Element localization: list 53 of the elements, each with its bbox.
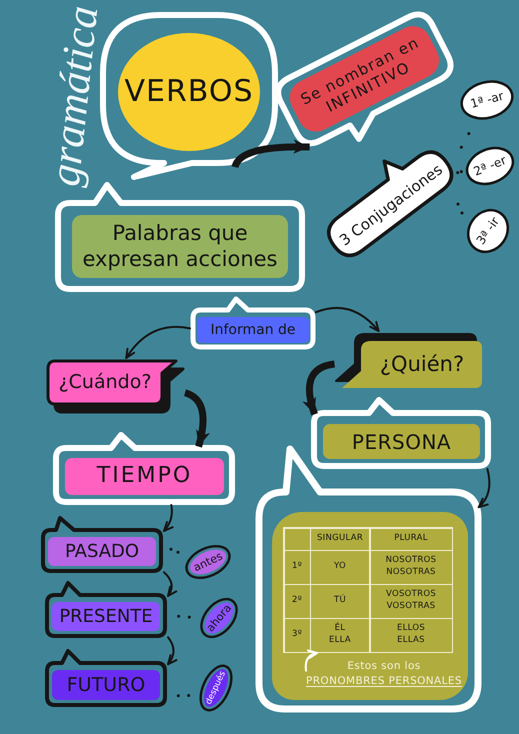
highlight-label: VERBOS xyxy=(118,33,260,151)
highlight-label: PASADO xyxy=(48,537,156,566)
arrow xyxy=(167,636,178,666)
label-text: 3ª -ir xyxy=(474,214,502,248)
label-text: antes xyxy=(191,550,225,574)
label-text: 2ª -er xyxy=(472,153,508,179)
arrow xyxy=(163,571,177,597)
table-cell: TÚ xyxy=(311,585,369,618)
table-cell: VOSOTROS VOSOTRAS xyxy=(370,585,452,618)
thought-bubble xyxy=(465,146,515,186)
note-text: PRONOMBRES PERSONALES xyxy=(306,676,462,688)
highlight-label: FUTURO xyxy=(52,670,160,700)
arrow xyxy=(232,140,310,168)
table-cell: ELLOS ELLAS xyxy=(370,619,452,652)
speech-bubble xyxy=(190,296,316,350)
highlight-label: TIEMPO xyxy=(65,458,224,495)
highlight-label: PRESENTE xyxy=(52,602,160,631)
table-cell: SINGULAR xyxy=(311,528,369,550)
table-cell: YO xyxy=(311,551,369,584)
note-text: Estos son los xyxy=(347,660,421,672)
thought-bubble xyxy=(466,208,510,254)
pronoun-table xyxy=(283,527,453,653)
speech-bubble xyxy=(327,150,454,258)
arrow xyxy=(315,306,380,332)
table-cell: 2º xyxy=(284,585,310,618)
speech-bubble xyxy=(40,515,164,574)
table-cell: PLURAL xyxy=(370,528,452,550)
arrow xyxy=(125,326,191,359)
arrow xyxy=(163,504,174,532)
thought-bubble xyxy=(185,545,231,579)
speech-bubble xyxy=(44,580,168,639)
speech-bubble xyxy=(100,12,278,180)
speech-bubble xyxy=(311,397,491,469)
speech-bubble xyxy=(275,11,454,147)
title-text: gramática xyxy=(42,4,106,188)
highlight-label: Palabras que expresan acciones xyxy=(72,215,288,278)
label-text: 1ª -ar xyxy=(468,88,506,112)
highlight-label: Informan de xyxy=(197,317,309,343)
highlight-label: PERSONA xyxy=(323,424,480,459)
table-cell: 1º xyxy=(284,551,310,584)
speech-bubble xyxy=(45,358,185,414)
speech-bubble xyxy=(333,331,485,391)
arrow xyxy=(478,468,490,508)
table-cell: ÉL ELLA xyxy=(311,619,369,652)
label-text: ¿Quién? xyxy=(380,352,464,376)
speech-bubble xyxy=(44,648,168,708)
thought-bubble xyxy=(460,80,514,120)
table-cell: 3º xyxy=(284,619,310,652)
arrow xyxy=(304,650,318,672)
label-text: ¿Cuándo? xyxy=(58,372,152,394)
speech-bubble xyxy=(53,432,235,505)
thought-bubble xyxy=(199,664,233,712)
table-cell: NOSOTROS NOSOTRAS xyxy=(370,551,452,584)
